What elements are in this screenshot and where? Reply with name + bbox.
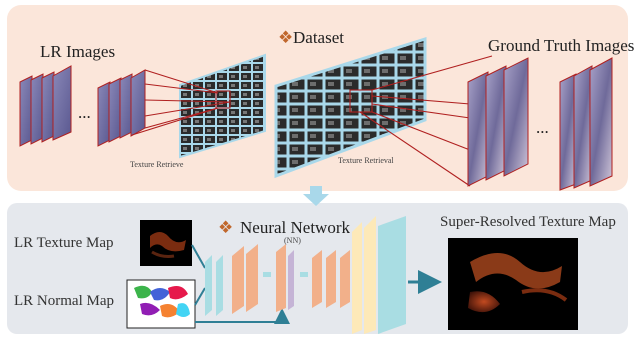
lr-texture-map-image bbox=[140, 220, 192, 266]
ground-truth-label: Ground Truth Images bbox=[488, 36, 635, 55]
lr-normal-map-image bbox=[126, 279, 196, 329]
gt-image-stack-2 bbox=[559, 57, 613, 191]
lr-retrieve-links bbox=[131, 69, 231, 136]
right-ellipsis: ... bbox=[536, 118, 549, 137]
gt-image-stack-1 bbox=[467, 57, 529, 187]
neural-network-blocks bbox=[205, 216, 406, 334]
texture-retrieve-label: Texture Retrieve bbox=[130, 160, 184, 169]
lr-images-label: LR Images bbox=[40, 42, 116, 61]
neural-network-label: Neural Network bbox=[240, 218, 350, 237]
super-resolved-label: Super-Resolved Texture Map bbox=[440, 214, 616, 230]
gt-retrieval-links bbox=[349, 55, 493, 187]
input-connectors bbox=[191, 244, 290, 324]
texture-retrieval-label: Texture Retrieval bbox=[338, 156, 394, 165]
texture-retrieve-grid bbox=[179, 53, 266, 159]
lr-texture-map-label: LR Texture Map bbox=[14, 235, 114, 251]
nn-sublabel: (NN) bbox=[284, 236, 301, 245]
left-ellipsis: ... bbox=[78, 103, 91, 122]
super-resolved-map-image bbox=[448, 238, 578, 330]
lr-image-stack-1 bbox=[19, 65, 72, 147]
dataset-label: Dataset bbox=[293, 28, 344, 47]
lr-normal-map-label: LR Normal Map bbox=[14, 293, 114, 309]
panel-down-arrow bbox=[303, 186, 329, 206]
dataset-marker: ❖ bbox=[278, 28, 294, 47]
nn-marker: ❖ bbox=[218, 218, 234, 237]
lr-image-stack-2 bbox=[97, 69, 146, 147]
